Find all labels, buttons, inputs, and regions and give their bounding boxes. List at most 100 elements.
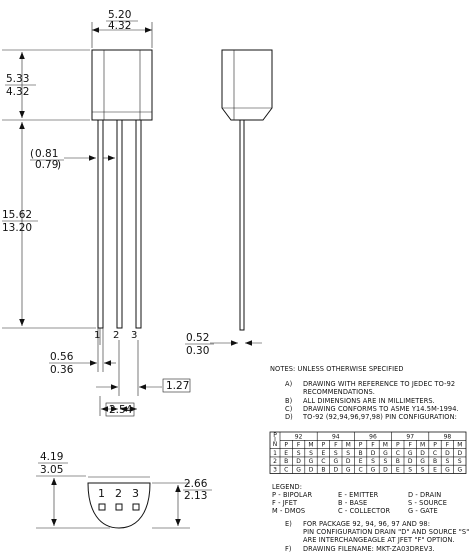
package-outline-bottom [87,482,151,529]
table-cell: S [371,458,375,465]
table-pin-header-char: N [273,441,278,448]
table-cell: S [445,458,449,465]
table-pin-header-char: P [273,432,277,439]
dim-lead-spacing-close: ) [57,159,61,171]
table-cell: G [296,467,301,474]
table-pin-number: 2 [273,458,277,465]
table-package-header: 94 [332,433,340,440]
table-type-cell: F [371,442,375,449]
table-cell: S [383,458,387,465]
legend-r3-c1: M - DMOS [272,507,305,515]
table-cell: D [309,467,314,474]
pin-label-1: 1 [94,330,100,341]
table-type-cell: F [334,442,338,449]
table-package-header: 97 [406,433,414,440]
dim-pitch: 2.54 [109,404,133,416]
table-cell: C [433,450,437,457]
pin-labels-bottom: 1 2 3 [98,487,139,500]
dim-lead-thickness-min: 0.30 [186,345,209,357]
pin-labels-front: 1 2 3 [94,328,137,345]
table-cell: D [333,467,338,474]
dim-half-pitch: 1.27 [166,380,189,392]
table-cell: D [457,450,462,457]
table-cell: D [420,450,425,457]
note-a-line-1: DRAWING WITH REFERENCE TO JEDEC TO-92 [303,380,455,388]
notes-header: NOTES: UNLESS OTHERWISE SPECIFIED [270,365,404,373]
note-d-line-1: TO-92 (92,94,96,97,98) PIN CONFIGURATION… [302,413,457,421]
note-e-line-2: PIN CONFIGURATION DRAIN "D" AND SOURCE "… [303,528,469,536]
table-cell: B [396,458,400,465]
note-b-line-1: ALL DIMENSIONS ARE IN MILLIMETERS. [303,397,435,405]
table-cell: G [346,467,351,474]
table-cell: D [383,467,388,474]
dim-base-depth-max: 4.19 [40,451,63,463]
lead-2-front [116,119,123,329]
note-c-letter: C) [285,405,292,413]
lead-side [239,119,245,331]
table-type-cell: P [322,442,326,449]
pin-label-bottom-1: 1 [98,487,105,500]
table-cell: E [396,467,400,474]
table-cell: S [408,467,412,474]
bottom-dimensions: 4.19 3.05 2.66 2.13 [36,451,212,529]
dim-lead-spacing-max: 0.81 [35,148,58,160]
table-cell: S [309,450,313,457]
legend-r2-c3: S - SOURCE [408,499,447,507]
table-cell: S [346,450,350,457]
dim-lead-length-min: 13.20 [2,222,32,234]
pin-pad-1 [98,503,106,511]
table-cell: C [284,467,288,474]
package-body-front [91,49,153,121]
note-e-letter: E) [285,520,292,528]
bottom-view [87,476,151,529]
table-type-cell: P [284,442,288,449]
pin-label-bottom-2: 2 [115,487,122,500]
table-cell: C [321,458,325,465]
table-cell: D [445,450,450,457]
table-type-cell: P [396,442,400,449]
legend-title: LEGEND: [272,483,302,491]
legend-r1-c2: E - EMITTER [338,491,379,499]
side-dimensions: 0.52 0.30 [185,332,262,357]
table-cell: S [334,450,338,457]
table-type-cell: M [457,442,462,449]
dim-body-height-max: 5.33 [6,73,29,85]
pin-pad-3 [132,503,140,511]
legend-r3-c3: G - GATE [408,507,438,515]
table-type-cell: F [297,442,301,449]
table-border [269,431,467,474]
table-cell: G [333,458,338,465]
table-type-cell: P [359,442,363,449]
lead-1-front [97,119,104,329]
note-e-line-1: FOR PACKAGE 92, 94, 96, 97 AND 98: [303,520,430,528]
table-cell: D [346,458,351,465]
dim-lead-width-min: 0.36 [50,364,74,376]
dim-lead-spacing-min: 0.79 [35,159,58,171]
dim-lead-thickness-max: 0.52 [186,332,209,344]
table-cell: E [359,458,363,465]
lead-3-front [135,119,142,329]
table-cell: S [458,458,462,465]
front-dimensions: 5.20 4.32 5.33 4.32 ( 0.81 0.79 ) 15.62 … [2,9,191,417]
pin-label-bottom-3: 3 [132,487,139,500]
front-view [91,49,153,329]
legend-r1-c1: P - BIPOLAR [272,491,313,499]
note-f-letter: F) [285,545,292,553]
legend-r3-c2: C - COLLECTOR [338,507,391,515]
table-type-cell: P [433,442,437,449]
pin-pad-2 [115,503,123,511]
table-pin-number: 1 [273,450,277,457]
notes-section-bottom: E) FOR PACKAGE 92, 94, 96, 97 AND 98: PI… [285,520,469,553]
table-cell: S [421,467,425,474]
table-cell: S [297,450,301,457]
table-cell: B [321,467,325,474]
table-cell: G [371,467,376,474]
note-b-letter: B) [285,397,292,405]
table-cell: E [322,450,326,457]
legend-section: LEGEND: P - BIPOLAR E - EMITTER D - DRAI… [272,483,447,515]
table-type-cell: M [308,442,313,449]
table-cell: D [296,458,301,465]
dim-base-depth-min: 3.05 [40,464,63,476]
dim-lead-length-max: 15.62 [2,209,32,221]
table-cell: E [433,467,437,474]
